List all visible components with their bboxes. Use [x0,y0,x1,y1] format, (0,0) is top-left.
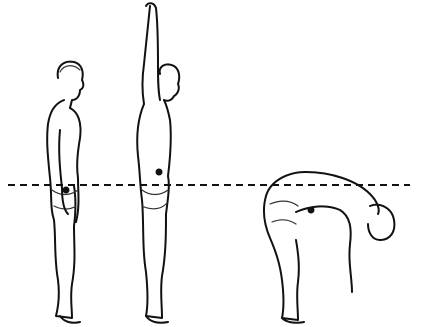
back-outline [266,172,379,214]
leg-outline [264,196,299,320]
figure-standing-arm-raised [137,3,179,323]
raised-arm-front [156,8,160,100]
head-outline [160,64,180,100]
raised-arm-back [143,6,151,104]
shorts-lines [270,201,298,224]
shorts-lines [142,190,168,209]
center-of-mass-dot [308,207,315,214]
center-of-mass-dot [156,169,163,176]
head-outline [368,205,394,240]
arm-outline [296,206,352,292]
raised-hand [146,3,156,8]
hair-line [60,66,80,72]
figure-bent-forward [264,172,394,323]
arm-outline [59,130,68,214]
figure-standing-arms-down [47,62,83,323]
center-of-mass-dot [63,187,70,194]
